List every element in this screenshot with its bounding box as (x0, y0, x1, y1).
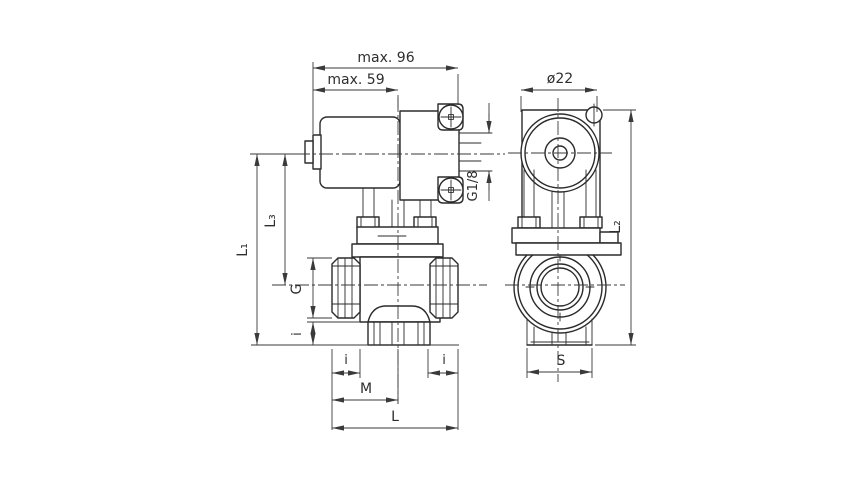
dim-label-max-96: max. 96 (357, 50, 414, 66)
coil-yoke-plate (521, 109, 601, 229)
valve-body (359, 256, 441, 346)
screw-top-icon (438, 104, 464, 130)
pilot-valve-head (399, 103, 493, 204)
dim-label-i-right: i (442, 353, 446, 368)
side-dimensions: ø22 L₂ S (520, 71, 636, 378)
dim-label-m: M (360, 381, 372, 397)
front-view: max. 96 max. 59 G1/8 L₁ L₃ G i i (235, 50, 505, 431)
union-nut-right (429, 257, 459, 319)
bottom-port (367, 321, 431, 346)
dim-label-g: G (289, 284, 305, 295)
cable-gland (585, 103, 603, 127)
dim-label-max-59: max. 59 (327, 72, 384, 88)
dim-label-i-left: i (344, 353, 348, 368)
dim-label-l: L (391, 409, 399, 425)
coil-connector (312, 134, 322, 170)
screw-bottom-icon (438, 177, 464, 203)
dim-label-s: S (557, 353, 566, 369)
side-centerlines (505, 98, 625, 382)
solenoid-coil (304, 116, 401, 189)
side-bonnet (511, 227, 622, 256)
front-dimensions: max. 96 max. 59 G1/8 L₁ L₃ G i i (235, 50, 492, 431)
bonnet (351, 226, 444, 258)
union-nut-end-view (513, 240, 607, 334)
side-bottom-body (526, 318, 593, 346)
union-nut-left (331, 257, 361, 319)
coil-end-view (520, 103, 603, 193)
dim-label-l2: L₂ (608, 220, 624, 233)
side-view: ø22 L₂ S (505, 71, 636, 382)
dim-label-dia22: ø22 (547, 71, 573, 87)
dim-label-i-side: i (290, 332, 305, 336)
dim-label-l3: L₃ (263, 214, 279, 227)
coil-connector-tab (304, 140, 314, 164)
dim-label-l1: L₁ (235, 243, 251, 256)
pilot-port (458, 132, 493, 172)
dim-label-g18: G1/8 (466, 171, 481, 202)
